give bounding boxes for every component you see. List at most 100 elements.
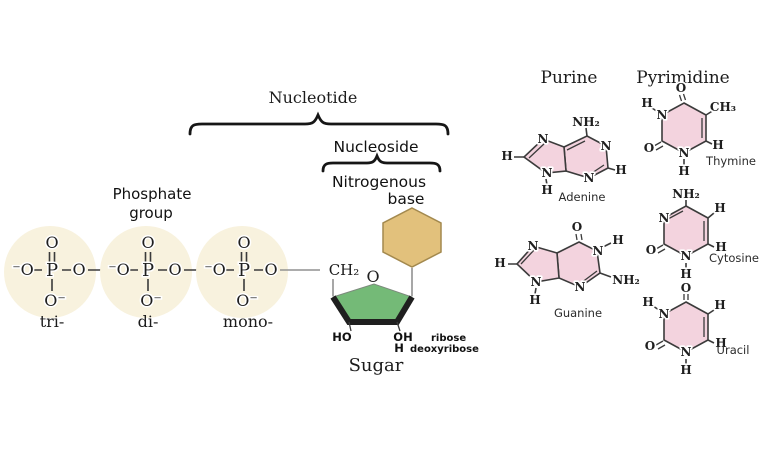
atom-h: H <box>642 295 653 309</box>
thymine-double-bonds <box>653 93 703 151</box>
phosphate-unit-label: di- <box>138 312 159 331</box>
ho-label: HO <box>332 330 352 344</box>
guanine-ring-5 <box>515 245 560 283</box>
atom-n: N <box>657 108 668 122</box>
sugar-ring-base <box>330 295 415 325</box>
ring-oxygen: O <box>366 267 379 286</box>
atom-p: P <box>238 260 250 281</box>
atom-n: N <box>575 280 586 294</box>
base-name-thymine: Thymine <box>705 154 756 168</box>
h-alt-label: H <box>394 341 404 355</box>
atom-h: H <box>714 298 725 312</box>
atom-o-minus-bottom: O⁻ <box>140 291 162 310</box>
nitrogenous-base-hexagon <box>382 207 442 268</box>
sugar-section: CH₂ O HO OH ribose H deoxyribose Sugar <box>329 207 479 376</box>
base-name-cytosine: Cytosine <box>709 251 759 265</box>
atom-h: H <box>501 149 512 163</box>
atom-n: N <box>679 146 690 160</box>
adenine-double-bonds <box>528 140 605 174</box>
phosphate-unit-di: ⁻O P O O O⁻ di- <box>100 226 206 331</box>
nucleotide-label: Nucleotide <box>269 88 358 107</box>
hydroxyl-bonds <box>348 321 401 332</box>
pyrimidine-heading: Pyrimidine <box>636 68 730 88</box>
phosphate-unit-mono: ⁻O P O O O⁻ mono- <box>196 226 288 331</box>
phosphate-group-label-line1: Phosphate <box>113 185 192 203</box>
ribose-label: ribose <box>431 333 466 344</box>
atom-n: N <box>601 139 612 153</box>
uracil-bonds <box>652 305 715 364</box>
atom-n: N <box>659 211 670 225</box>
atom-nh2: NH₂ <box>572 115 600 129</box>
atom-o: O <box>681 281 691 295</box>
atom-ch3: CH₃ <box>710 100 736 114</box>
atom-o: O <box>646 243 656 257</box>
phosphate-group-label-line2: group <box>129 204 173 222</box>
thymine-structure: O CH₃ H N O N H H Thymine <box>640 79 756 179</box>
atom-n: N <box>681 345 692 359</box>
atom-o: O <box>645 339 655 353</box>
atom-o-top: O <box>141 233 154 252</box>
base-name-adenine: Adenine <box>559 190 606 204</box>
atom-n: N <box>584 171 595 185</box>
cytosine-bonds <box>685 200 715 268</box>
atom-o-minus: ⁻O <box>204 260 226 279</box>
guanine-structure: O H N NH₂ N N N H H Guanine <box>493 218 642 320</box>
atom-o: O <box>572 220 582 234</box>
atom-nh2: NH₂ <box>612 273 640 287</box>
adenine-ring-5 <box>522 138 567 174</box>
cytosine-double-bonds <box>655 210 705 254</box>
phosphate-bonds <box>129 252 167 291</box>
phosphate-unit-label: mono- <box>223 312 273 331</box>
atom-h: H <box>715 240 726 254</box>
atom-n: N <box>542 166 553 180</box>
atom-n: N <box>593 244 604 258</box>
atom-p: P <box>142 260 154 281</box>
ch2-label: CH₂ <box>329 261 360 279</box>
adenine-bonds <box>514 127 616 186</box>
sugar-label: Sugar <box>349 355 404 376</box>
base-name-guanine: Guanine <box>554 306 602 320</box>
atom-n: N <box>659 307 670 321</box>
atom-h: H <box>494 256 505 270</box>
nucleotide-bracket <box>188 111 450 136</box>
atom-n: N <box>681 249 692 263</box>
atom-o: O <box>676 81 686 95</box>
nitrogenous-base-label-line2: base <box>388 190 425 208</box>
atom-h: H <box>529 293 540 307</box>
phosphate-unit-label: tri- <box>40 312 65 331</box>
atom-o: O <box>168 260 181 279</box>
phosphate-bonds <box>225 252 263 291</box>
atom-h: H <box>680 267 691 281</box>
phosphate-unit-tri: ⁻O P O O O⁻ tri- <box>4 226 110 331</box>
phosphate-bonds <box>33 252 71 291</box>
atom-o: O <box>644 141 654 155</box>
uracil-double-bonds <box>655 294 705 350</box>
atom-o: O <box>72 260 85 279</box>
atom-h: H <box>612 233 623 247</box>
atom-o: O <box>264 260 277 279</box>
phosphate-highlight-circle <box>196 226 288 318</box>
uracil-structure: O H N O N H H H Uracil <box>641 279 750 378</box>
guanine-double-bonds <box>520 233 598 284</box>
atom-h: H <box>714 201 725 215</box>
atom-o-top: O <box>237 233 250 252</box>
atom-o-minus-bottom: O⁻ <box>44 291 66 310</box>
atom-n: N <box>528 239 539 253</box>
atom-h: H <box>641 96 652 110</box>
atom-o-minus: ⁻O <box>108 260 130 279</box>
atom-o-minus: ⁻O <box>12 260 34 279</box>
nucleoside-label: Nucleoside <box>333 138 418 156</box>
purine-heading: Purine <box>541 68 598 88</box>
atom-h: H <box>712 138 723 152</box>
atom-n: N <box>538 132 549 146</box>
phosphate-highlight-circle <box>100 226 192 318</box>
oh-label: OH <box>393 330 412 344</box>
atom-p: P <box>46 260 58 281</box>
atom-h: H <box>680 363 691 377</box>
atom-h: H <box>678 164 689 178</box>
phosphate-highlight-circle <box>4 226 96 318</box>
base-name-uracil: Uracil <box>717 343 750 357</box>
cytosine-structure: NH₂ N O N H H H Cytosine <box>644 185 759 282</box>
